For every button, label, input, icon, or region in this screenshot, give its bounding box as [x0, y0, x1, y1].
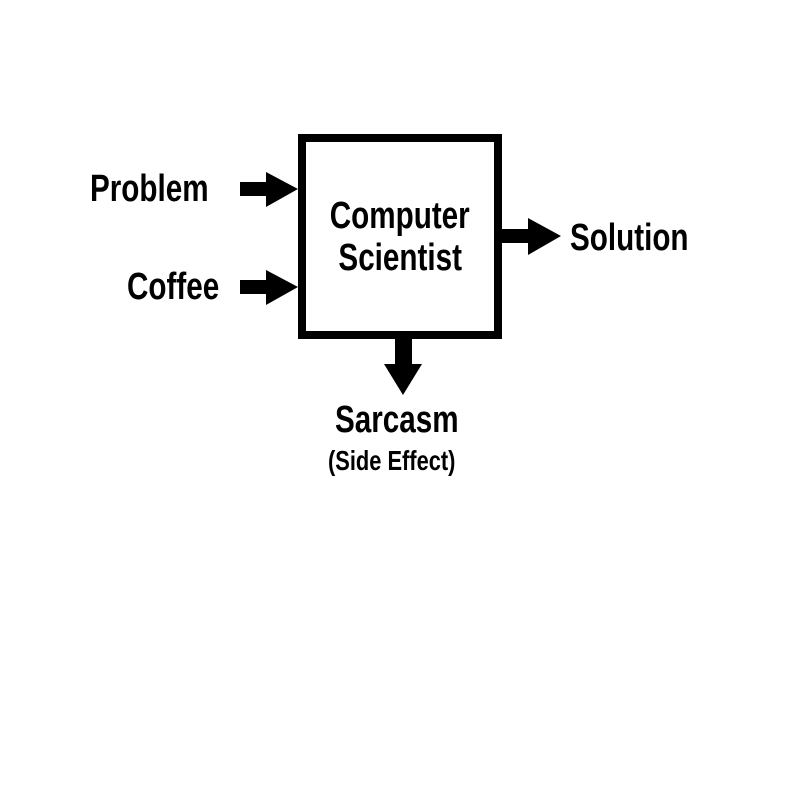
- side-effect-label: Sarcasm: [335, 399, 459, 441]
- input-arrow-coffee: [240, 270, 298, 305]
- side-effect-note: (Side Effect): [328, 445, 456, 476]
- side-effect-arrow: [384, 337, 422, 395]
- process-label-line2: Scientist: [338, 236, 462, 279]
- output-label-solution: Solution: [570, 217, 689, 259]
- output-arrow-solution: [500, 218, 561, 255]
- input-label-problem: Problem: [90, 168, 209, 210]
- input-label-coffee: Coffee: [127, 266, 220, 308]
- process-box: Computer Scientist: [298, 134, 502, 339]
- process-label: Computer Scientist: [306, 142, 494, 331]
- process-label-line1: Computer: [330, 194, 470, 237]
- input-arrow-problem: [240, 172, 298, 207]
